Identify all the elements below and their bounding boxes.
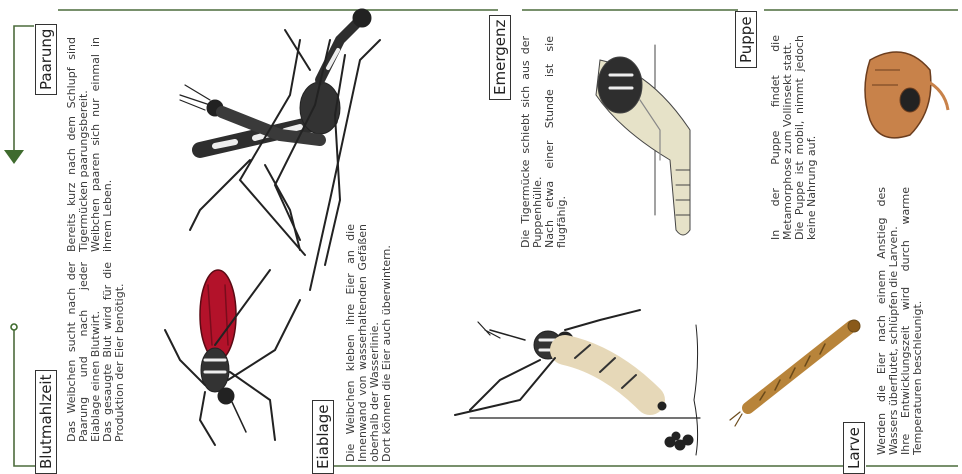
larva-illustration bbox=[730, 320, 860, 426]
pupa-illustration bbox=[865, 52, 948, 138]
emerging-mosquito-illustration bbox=[596, 45, 690, 235]
blood-feeding-mosquito-illustration bbox=[165, 270, 300, 445]
egg-laying-mosquito-illustration bbox=[455, 310, 700, 455]
mating-mosquitoes-illustration bbox=[180, 9, 380, 290]
